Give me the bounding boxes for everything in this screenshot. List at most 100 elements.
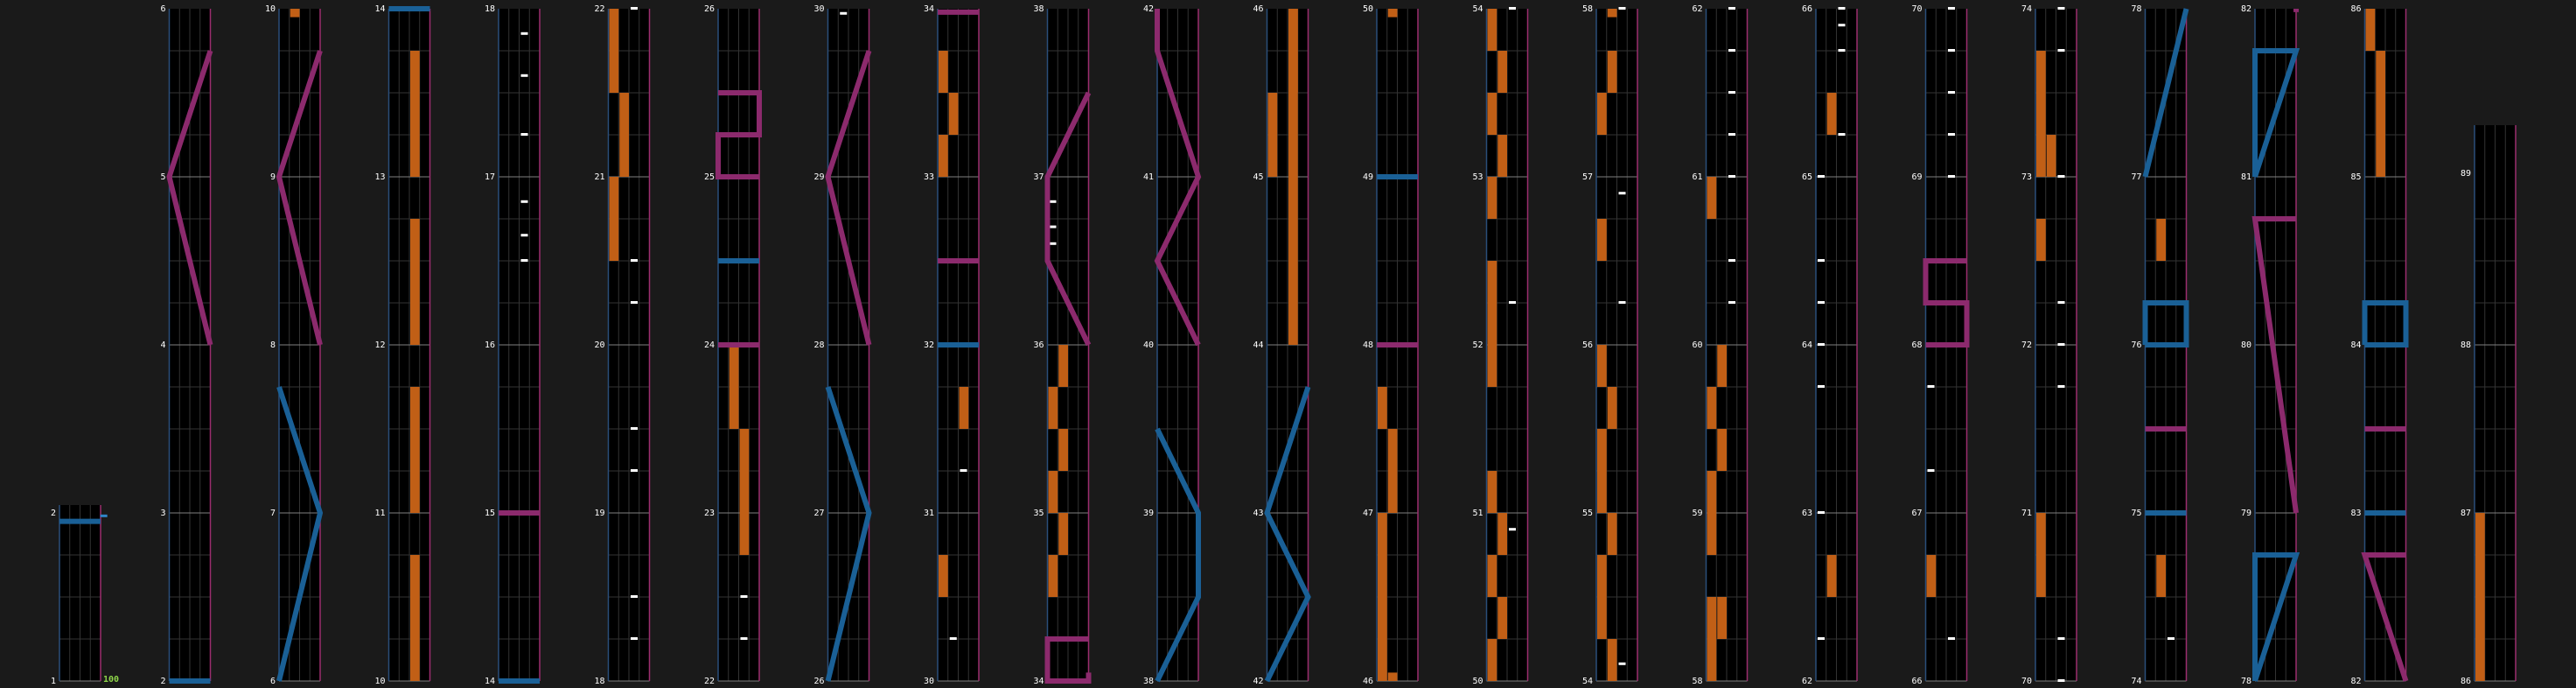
hold-note [2036, 51, 2046, 93]
tap-note [2057, 679, 2065, 682]
hold-note [2046, 135, 2056, 177]
tap-note [520, 32, 528, 35]
measure-label: 46 [1253, 4, 1263, 14]
hold-note [1826, 555, 1837, 597]
tap-note [1927, 385, 1935, 388]
measure-label: 89 [2461, 169, 2471, 179]
measure-label: 31 [924, 509, 934, 518]
hold-note [939, 555, 948, 597]
measure-label: 14 [485, 677, 495, 686]
measure-label: 73 [2021, 172, 2032, 182]
measure-label: 20 [594, 340, 604, 350]
hold-note [2475, 513, 2485, 681]
measure-label: 29 [813, 172, 824, 182]
blue-slide [2252, 48, 2300, 178]
tap-note [1728, 49, 1735, 52]
measure-label: 62 [1692, 4, 1702, 14]
tap-note [520, 133, 528, 136]
hold-note [2036, 219, 2046, 261]
measure-label: 30 [924, 677, 934, 686]
measure-label: 85 [2350, 172, 2361, 182]
hold-note [1058, 429, 1068, 471]
measure-label: 55 [1582, 509, 1593, 518]
measure-label: 10 [374, 677, 385, 686]
hold-note [1707, 597, 1717, 681]
measure-label: 26 [813, 677, 824, 686]
tap-note [520, 234, 528, 237]
pink-slide [2251, 216, 2299, 514]
hold-note [2036, 513, 2046, 597]
hold-note [1497, 51, 1507, 93]
measure-label: 77 [2131, 172, 2141, 182]
measure-label: 23 [704, 509, 715, 518]
measure-label: 42 [1143, 4, 1154, 14]
tap-note [100, 514, 108, 517]
measure-label: 22 [594, 4, 604, 14]
hold-note [939, 135, 948, 177]
pink-slide [1044, 91, 1092, 347]
tap-note [631, 7, 638, 10]
tap-note [1618, 301, 1626, 304]
tap-note [740, 637, 748, 640]
tap-note [1728, 7, 1735, 10]
measure-label: 3 [160, 509, 165, 518]
hold-note [2365, 9, 2376, 51]
measure-label: 64 [1802, 340, 1812, 350]
tap-note [960, 469, 967, 472]
measure-label: 67 [1911, 509, 1922, 518]
measure-label: 2 [51, 509, 56, 518]
hold-note [729, 345, 739, 429]
measure-label: 88 [2461, 340, 2471, 350]
measure-label: 34 [924, 4, 934, 14]
tap-note [1818, 511, 1825, 514]
pink-slide [2361, 552, 2409, 682]
tap-note [1838, 49, 1846, 52]
hold-note [290, 9, 300, 18]
hold-note [2156, 555, 2166, 597]
measure-label: 12 [374, 340, 385, 350]
measure-label: 59 [1692, 509, 1702, 518]
measure-label: 51 [1472, 509, 1483, 518]
measure-label: 37 [1033, 172, 1044, 182]
measure-label: 56 [1582, 340, 1593, 350]
tap-note [520, 259, 528, 262]
measure-label: 74 [2021, 4, 2032, 14]
measure-label: 78 [2241, 677, 2251, 686]
measure-label: 46 [1363, 677, 1373, 686]
tap-note [1948, 7, 1955, 10]
measure-label: 38 [1143, 677, 1154, 686]
measure-label: 15 [485, 509, 495, 518]
measure-label: 16 [485, 340, 495, 350]
hold-note [1058, 513, 1068, 555]
measure-label: 35 [1033, 509, 1044, 518]
measure-label: 21 [594, 172, 604, 182]
measure-label: 18 [594, 677, 604, 686]
hold-note [1378, 513, 1387, 681]
tap-note [1618, 7, 1626, 10]
hold-note [1717, 429, 1727, 471]
tap-note [1728, 91, 1735, 94]
tap-note [949, 637, 957, 640]
measure-label: 70 [2021, 677, 2032, 686]
hold-note [1048, 471, 1058, 513]
tap-note [840, 11, 848, 15]
blue-slide [1264, 386, 1311, 683]
tap-note [1618, 662, 1626, 665]
measure-label: 10 [265, 4, 276, 14]
tap-note [631, 259, 638, 262]
measure-label: 81 [2241, 172, 2251, 182]
hold-note [1607, 639, 1617, 681]
measure-label: 28 [813, 340, 824, 350]
hold-note [2156, 219, 2166, 261]
hold-note [1597, 345, 1607, 387]
measure-label: 84 [2350, 340, 2361, 350]
measure-label: 80 [2241, 340, 2251, 350]
